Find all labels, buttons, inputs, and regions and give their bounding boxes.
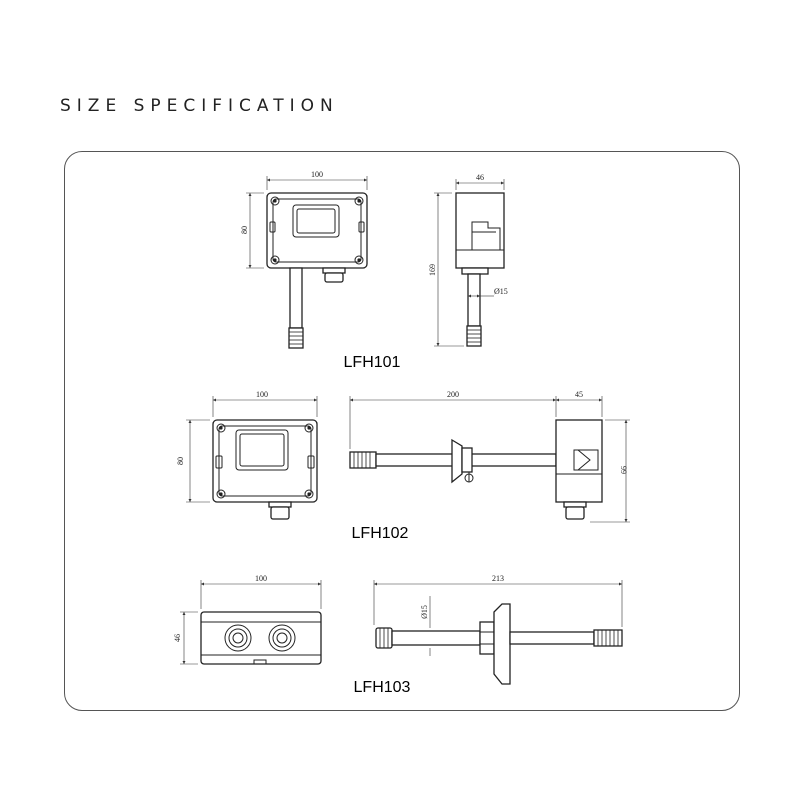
lfh102-side-view: 200 45 99 — [349, 390, 630, 523]
lfh101-housing — [266, 192, 368, 269]
lfh102-depth-dim: 45 — [575, 390, 583, 399]
lfh101-probe — [289, 267, 303, 329]
lfh103-housing — [200, 611, 322, 665]
lfh101-side-probe — [467, 273, 481, 327]
spec-panel — [64, 151, 740, 711]
lfh101-side-housing — [455, 192, 505, 269]
lfh102-screw-icons — [216, 423, 314, 499]
lfh103-probe — [509, 631, 595, 645]
lfh103-length-dim: 213 — [492, 574, 504, 583]
lfh103-side-view: 213 Ø15 — [373, 574, 623, 685]
lfh103-top-view: 100 46 — [173, 574, 322, 665]
lfh103-sensor-tip — [593, 629, 623, 647]
lfh101-width-dim: 100 — [311, 170, 323, 179]
lfh102-height-dim-side: 99 — [619, 466, 628, 474]
lfh103-depth-dim: 46 — [173, 634, 182, 642]
lfh102-width-dim: 100 — [256, 390, 268, 399]
lfh101-cable-gland — [324, 272, 344, 283]
lfh102-front-view: 100 80 — [176, 390, 318, 520]
lfh102-label: LFH102 — [352, 525, 409, 542]
lfh103-diameter-dim: Ø15 — [420, 605, 429, 619]
lfh102-side-housing — [555, 419, 603, 503]
lfh102-mount-flange — [451, 438, 463, 484]
lfh103-nut — [479, 621, 495, 655]
lfh101-sensor-tip — [288, 327, 304, 349]
lfh102-height-dim: 80 — [176, 457, 185, 465]
lfh101-diameter-dim: Ø15 — [494, 287, 508, 296]
lfh103-label: LFH103 — [354, 679, 411, 696]
lfh102-cable-gland — [270, 506, 290, 520]
lfh101-display-window — [292, 204, 340, 238]
lfh101-front-view: 100 80 — [240, 170, 368, 349]
lfh101-depth-dim: 46 — [476, 173, 484, 182]
lfh102-probe-length-dim: 200 — [447, 390, 459, 399]
lfh103-mount-flange — [493, 603, 511, 685]
lfh103-tube — [391, 630, 481, 646]
lfh103-gland-icons — [224, 624, 296, 652]
lfh101-screw-icons — [270, 196, 364, 265]
lfh101-label: LFH101 — [344, 354, 401, 371]
page-heading: SIZE SPECIFICATION — [60, 96, 339, 116]
lfh101-length-dim: 169 — [428, 264, 437, 276]
lfh101-height-dim: 80 — [240, 226, 249, 234]
lfh102-housing — [212, 419, 318, 503]
lfh103-width-dim: 100 — [255, 574, 267, 583]
lfh102-display-window — [235, 429, 289, 471]
lfh101-side-view: 46 169 Ø15 — [428, 173, 508, 347]
